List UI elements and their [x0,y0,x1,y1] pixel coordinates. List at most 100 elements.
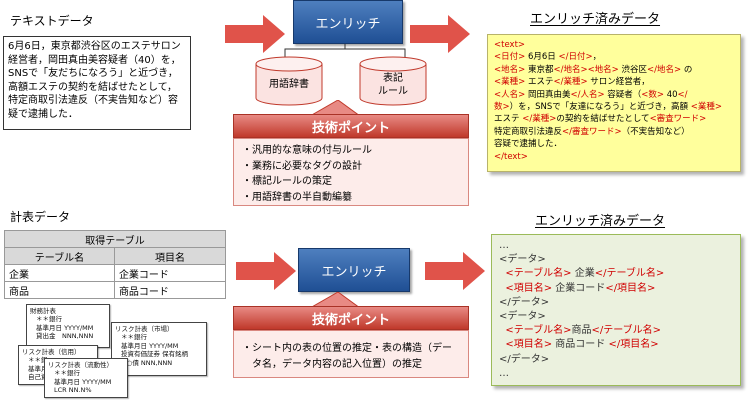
tech-point-item: ・シート内の表の位置の推定・表の構造（デー [242,343,452,354]
enriched-lines-bottom: …<データ> <テーブル名> 企業</テーブル名> <項目名> 企業コード</項… [499,239,733,381]
sheet-card-title: リスク計表（流動性） [48,361,113,369]
notation-rule-label: 表記 ルール [358,72,428,98]
content-text: サロン経営者， [587,77,650,88]
tech-point-item: ・業務に必要なタグの設計 [242,160,362,172]
content-text: 40 [664,89,678,100]
content-text: 岡田真由美 [525,89,571,100]
output-line: 特定商取引法違反</審査ワード>（不実告知など） [494,126,734,138]
enriched-output-bottom: …<データ> <テーブル名> 企業</テーブル名> <項目名> 企業コード</項… [491,234,741,386]
top-source-title: テキストデータ [10,14,94,28]
tag-text: </text> [494,151,528,162]
tech-point-item: ・汎用的な意味の付与ルール [242,145,372,156]
enriched-lines-top: <text><日付> 6月6日 </日付>，<地名> 東京都</地名><地名> … [494,39,734,163]
acquisition-table: 取得テーブル テーブル名 項目名 企業 企業コード 商品 商品コード [4,230,227,299]
sheet-card-line: ＊＊銀 [28,356,48,365]
tech-point-item: ・用語辞書の半自動編纂 [242,191,352,203]
sheet-card-line: 基準月 [28,364,48,373]
sheet-card-line: ＊＊銀行 [36,315,62,324]
tag-text: </テーブル名> [594,268,665,280]
bottom-source-title: 計表データ [10,210,71,224]
table-caption: 取得テーブル [4,230,226,248]
content-text: 特定商取引法違反 [494,126,563,137]
sheet-card-line: 投資有価証券 保有銘柄 [121,350,189,359]
table-cell: 企業 [4,264,115,282]
tag-text: </地名> [647,64,682,75]
output-line: <データ> [499,253,733,267]
tag-text: </人名> [570,89,605,100]
sheet-card-line: ＊＊銀行 [121,333,147,342]
sheet-card-line: 自己資 [28,373,48,382]
tag-text: <項目名> [499,339,553,351]
table-cell: 企業コード [113,264,227,282]
sheet-card-finance: 財務計表 ＊＊銀行 基準月日 YYYY/MM 貸出金 NNN,NNN [26,304,110,348]
tag-text: <テーブル名> [499,325,572,337]
content-text: … [499,240,509,251]
tech-point-list-bottom: ・シート内の表の位置の推定・表の構造（デー タ名，データ内容の記入位置）の推定 [233,330,469,378]
content-text: （不実告知など） [621,126,690,137]
content-text: … [499,367,509,379]
content-text: 6月6日 [525,52,559,63]
content-text: 容疑で逮捕した． [494,139,563,150]
arrow-to-enrich-bottom [236,252,296,290]
content-text: 商品 [571,325,592,337]
output-line: <データ> [499,310,733,324]
notation-rule-label-line2: ルール [378,86,408,97]
content-text: </データ> [499,353,550,365]
tag-text: <地名> [587,64,619,75]
output-line: <項目名> 企業コード</項目名> [499,282,733,296]
content-text: エステ [494,114,523,125]
arrow-to-output-top [410,15,470,53]
tag-text: <text> [494,40,526,50]
content-text: 容疑者（ [604,89,642,100]
output-line: 数>）を，SNSで「友達になろう」と近づき，高額 <業種> [494,101,734,113]
output-line: <text> [494,39,734,51]
sheet-card-market: リスク計表（市場） ＊＊銀行 基準月日 YYYY/MM 投資有価証券 保有銘柄 … [111,322,207,376]
tag-text: <項目名> [499,282,553,294]
tag-text: </ [677,89,688,100]
output-line: </データ> [499,353,733,367]
sheet-card-title: 財務計表 [30,307,56,315]
tag-text: </テーブル名> [591,325,662,337]
tech-point-title-top: 技術ポイント [233,114,469,138]
content-text: エステ [525,77,554,88]
table-header: テーブル名 [4,247,115,265]
output-line: </text> [494,151,734,163]
output-line: </データ> [499,296,733,310]
output-line: <テーブル名>商品</テーブル名> [499,324,733,338]
table-row: 商品 商品コード [4,281,227,299]
content-text: 東京都 [525,64,554,75]
sheet-card-line: LCR NN.N% [54,386,92,395]
sheet-card-line: ○○債 NNN,NNN [121,358,173,367]
tag-text: </審査ワード> [562,126,622,137]
content-text: 渋谷区 [618,64,648,75]
output-line: <日付> 6月6日 </日付>， [494,51,734,63]
output-line: … [499,239,733,253]
tag-text: <業種> [690,102,722,113]
enrich-connector-top [284,44,406,58]
tag-text: </項目名> [605,282,656,294]
table-header: 項目名 [113,247,227,265]
sheet-card-title: リスク計表（市場） [115,325,174,333]
source-text-box: 6月6日，東京都渋谷区のエステサロン経営者，岡田真由美容疑者（40）を，SNSで… [3,36,191,130]
callout-pointer-top [308,100,361,116]
enrich-box-bottom: エンリッチ [298,248,410,292]
tag-text: <数> [641,89,665,100]
sheet-card-title: リスク計表（信用） [22,348,81,356]
tag-text: <テーブル名> [499,268,572,280]
output-line: 容疑で逮捕した． [494,138,734,150]
output-line: <地名> 東京都</地名><地名> 渋谷区</地名> の [494,64,734,76]
enrich-box-top: エンリッチ [293,0,403,44]
arrow-to-output-bottom [425,252,485,290]
dictionary-cylinder [255,56,323,106]
dictionary-label: 用語辞書 [269,79,309,90]
content-text: 企業コード [552,282,606,294]
table-cell: 商品コード [113,281,227,299]
tech-point-list-top: ・汎用的な意味の付与ルール ・業務に必要なタグの設計 ・標記ルールの策定 ・用語… [233,138,469,206]
tag-text: <審査ワード> [649,114,707,125]
content-text: 商品コード [552,339,609,351]
sheet-card-line: 基準月日 YYYY/MM [121,341,179,350]
content-text: </データ> [499,296,550,308]
tag-text: 数> [494,102,510,113]
content-text: の [681,64,693,75]
table-row: 企業 企業コード [4,264,227,282]
